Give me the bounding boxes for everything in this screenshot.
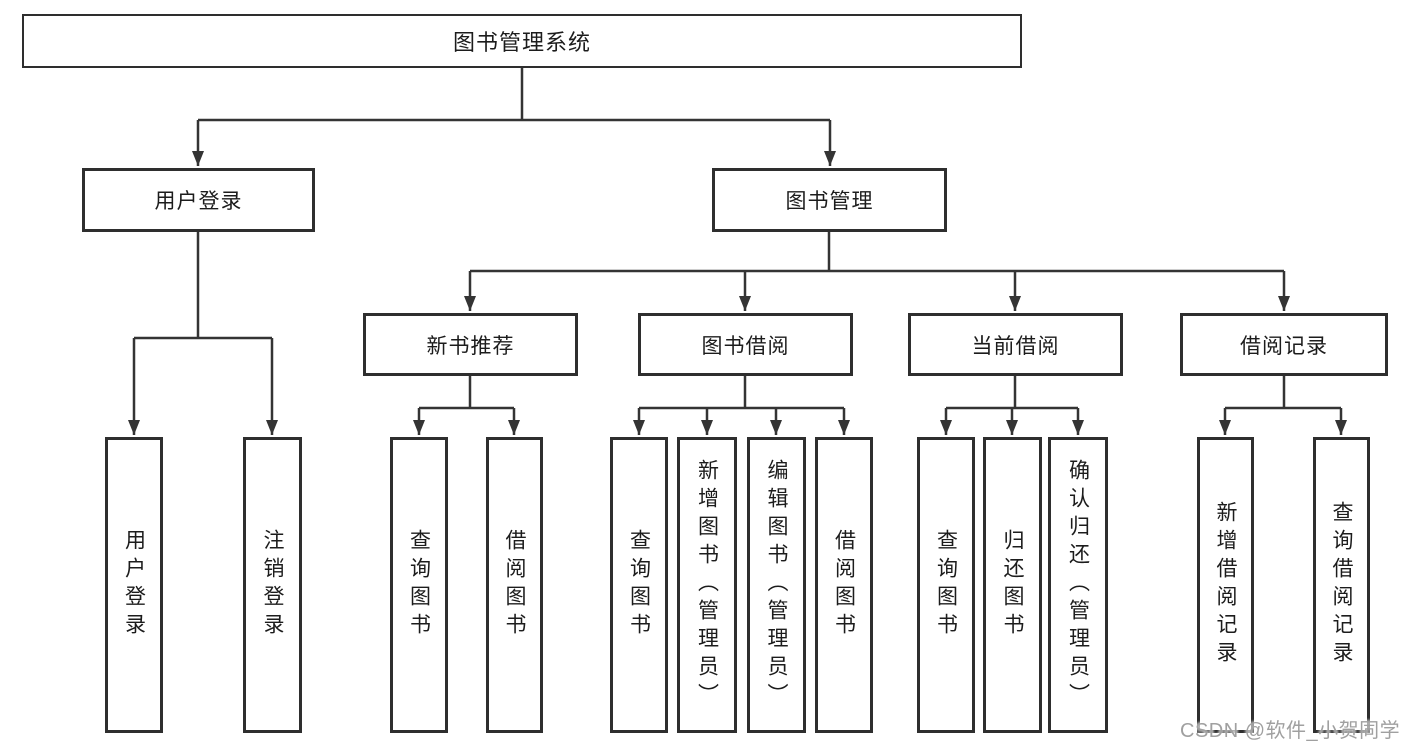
leaf-query-books-current-label: 查询图书 [934, 529, 958, 641]
leaf-confirm-return-admin-label: 确认归还（管理员） [1066, 459, 1090, 711]
leaf-query-books-current: 查询图书 [917, 437, 975, 733]
leaf-query-books-borrow-label: 查询图书 [627, 529, 651, 641]
leaf-borrow-books: 借阅图书 [815, 437, 873, 733]
leaf-user-login-label: 用户登录 [122, 529, 146, 641]
leaf-user-login: 用户登录 [105, 437, 163, 733]
leaf-add-books-admin: 新增图书（管理员） [677, 437, 737, 733]
leaf-query-books-borrow: 查询图书 [610, 437, 668, 733]
node-new-book-recommend-label: 新书推荐 [426, 334, 515, 358]
leaf-edit-books-admin-label: 编辑图书（管理员） [765, 459, 788, 711]
leaf-borrow-books-recommend-label: 借阅图书 [503, 529, 526, 641]
leaf-query-books-recommend-label: 查询图书 [407, 529, 431, 641]
leaf-add-borrow-record-label: 新增借阅记录 [1214, 501, 1237, 669]
node-borrow-records: 借阅记录 [1180, 313, 1388, 376]
node-user-login-label: 用户登录 [154, 190, 243, 213]
leaf-query-borrow-record: 查询借阅记录 [1313, 437, 1370, 733]
node-current-borrow: 当前借阅 [908, 313, 1123, 376]
node-book-management: 图书管理 [712, 168, 947, 232]
node-new-book-recommend: 新书推荐 [363, 313, 578, 376]
node-book-borrow-label: 图书借阅 [701, 334, 790, 358]
leaf-add-books-admin-label: 新增图书（管理员） [695, 459, 719, 711]
leaf-borrow-books-label: 借阅图书 [832, 529, 856, 641]
node-library-management-system: 图书管理系统 [22, 14, 1022, 68]
node-user-login: 用户登录 [82, 168, 315, 232]
leaf-add-borrow-record: 新增借阅记录 [1197, 437, 1254, 733]
leaf-logout: 注销登录 [243, 437, 302, 733]
leaf-return-books-label: 归还图书 [1001, 529, 1024, 641]
node-library-management-system-label: 图书管理系统 [452, 30, 591, 55]
leaf-borrow-books-recommend: 借阅图书 [486, 437, 543, 733]
leaf-confirm-return-admin: 确认归还（管理员） [1048, 437, 1108, 733]
leaf-query-borrow-record-label: 查询借阅记录 [1330, 501, 1353, 669]
leaf-return-books: 归还图书 [983, 437, 1042, 733]
node-borrow-records-label: 借阅记录 [1240, 334, 1328, 358]
node-book-borrow: 图书借阅 [638, 313, 853, 376]
leaf-logout-label: 注销登录 [261, 529, 284, 641]
node-book-management-label: 图书管理 [785, 190, 874, 213]
csdn-watermark: CSDN @软件_小贺同学 [1180, 720, 1401, 742]
leaf-edit-books-admin: 编辑图书（管理员） [747, 437, 806, 733]
node-current-borrow-label: 当前借阅 [971, 334, 1060, 358]
leaf-query-books-recommend: 查询图书 [390, 437, 448, 733]
